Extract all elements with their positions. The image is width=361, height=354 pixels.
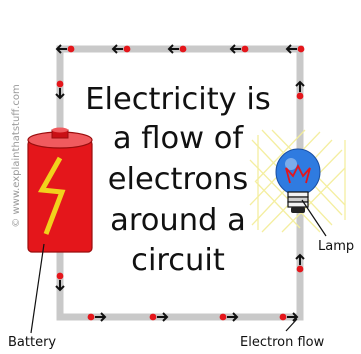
electron-marker: [149, 312, 169, 322]
arrow-head: [285, 44, 292, 54]
electron-dot: [279, 313, 287, 321]
electron-marker: [111, 44, 131, 54]
electron-dot: [123, 45, 131, 53]
electron-dot: [219, 313, 227, 321]
arrow-head: [295, 80, 305, 87]
headline-line-1: Electricity is: [85, 82, 271, 117]
headline-line-4: around a: [110, 203, 246, 238]
label-pointers: [30, 199, 327, 334]
arrow-head: [111, 44, 118, 54]
electron-marker: [295, 253, 305, 273]
headline-line-2: a flow of: [113, 121, 245, 156]
arrow-head: [55, 285, 65, 292]
headline-line-3: electrons: [108, 162, 248, 197]
electron-marker: [55, 272, 65, 292]
lamp-pointer-line: [301, 199, 327, 237]
electron-dot: [67, 45, 75, 53]
arrow-head: [292, 312, 299, 322]
electron-marker: [279, 312, 299, 322]
battery: [27, 127, 93, 253]
electron-dot: [179, 45, 187, 53]
electron-flow-pointer-line: [285, 318, 298, 332]
battery-pointer-line: [30, 243, 45, 334]
arrow-head: [167, 44, 174, 54]
electron-dot: [56, 272, 64, 280]
headline-line-5: circuit: [131, 243, 225, 278]
battery-label: Battery: [8, 335, 56, 350]
electron-dot: [149, 313, 157, 321]
arrow-head: [55, 44, 62, 54]
arrow-head: [162, 312, 169, 322]
electron-dot: [56, 80, 64, 88]
lamp-label: Lamp: [318, 239, 354, 254]
arrow-head: [229, 44, 236, 54]
electron-dot: [241, 45, 249, 53]
electron-marker: [229, 44, 249, 54]
arrow-head: [232, 312, 239, 322]
lamp-bulb: [275, 148, 321, 213]
electron-dot: [87, 313, 95, 321]
electron-marker: [295, 80, 305, 100]
electron-marker: [55, 44, 75, 54]
electron-marker: [87, 312, 107, 322]
electron-flow-label: Electron flow: [240, 335, 325, 350]
electron-dot: [296, 265, 304, 273]
electron-marker: [285, 44, 305, 54]
electron-marker: [219, 312, 239, 322]
electron-marker: [167, 44, 187, 54]
electron-flow-markers: [55, 44, 305, 322]
electron-dot: [297, 45, 305, 53]
electron-dot: [296, 92, 304, 100]
electron-marker: [55, 80, 65, 100]
arrow-head: [100, 312, 107, 322]
watermark-text: © www.explainthatstuff.com: [11, 84, 22, 227]
arrow-head: [295, 253, 305, 260]
arrow-head: [55, 93, 65, 100]
